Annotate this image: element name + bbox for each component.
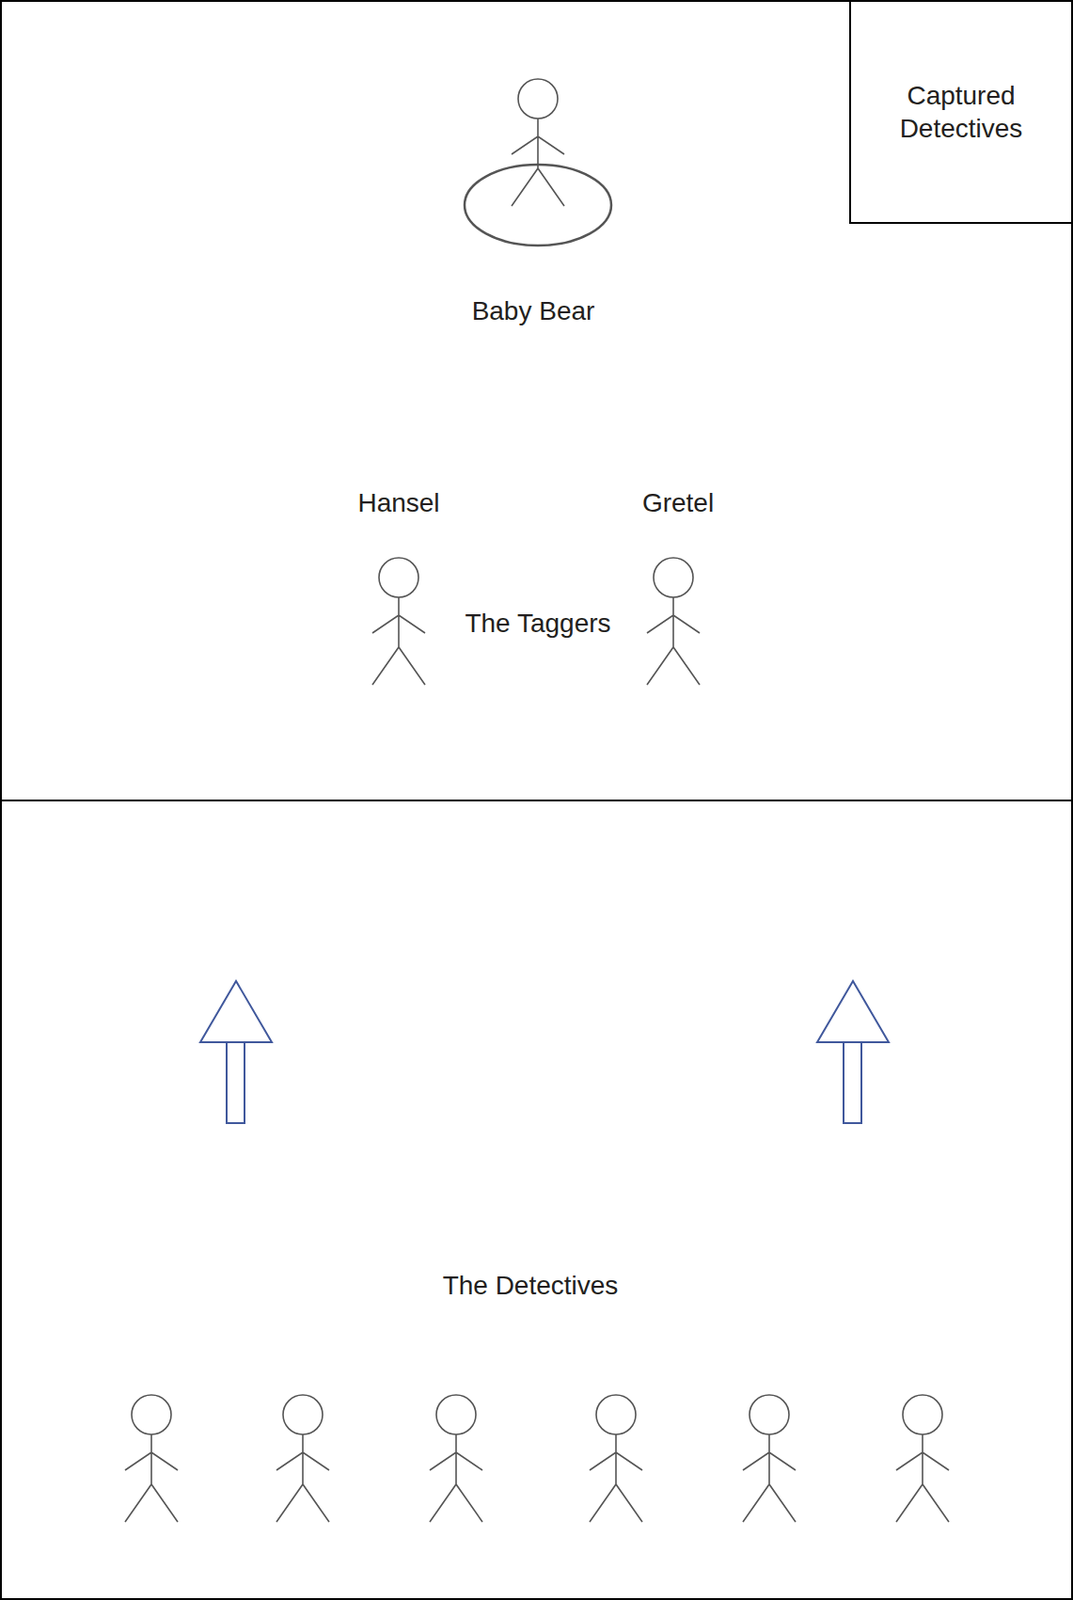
figure-body <box>589 1434 643 1522</box>
base-ellipse <box>464 164 612 246</box>
figure-head <box>902 1394 943 1435</box>
box-text: Captured Detectives <box>867 78 1055 145</box>
role-label: The Taggers <box>464 606 611 640</box>
figure-head <box>378 557 419 598</box>
stick-figures <box>125 78 949 1522</box>
figure-head <box>436 1394 476 1435</box>
figure-body <box>429 1434 483 1522</box>
figure-body <box>125 1434 178 1522</box>
figure-body <box>646 597 700 685</box>
figure-body <box>372 597 426 685</box>
figure-head <box>131 1394 172 1435</box>
figure-body <box>742 1434 796 1522</box>
figure-head <box>518 78 558 119</box>
figure-head <box>283 1394 323 1435</box>
figure-body <box>896 1434 949 1522</box>
figure-body <box>276 1434 330 1522</box>
up-arrow <box>200 980 272 1123</box>
half-divider <box>0 799 1073 802</box>
captured-box: Captured Detectives <box>849 0 1073 224</box>
figure-body <box>511 118 565 206</box>
figure-head <box>596 1394 636 1435</box>
direction-arrows <box>200 980 889 1123</box>
figure-head <box>653 557 694 598</box>
up-arrow <box>817 980 889 1123</box>
role-label: The Detectives <box>442 1268 619 1302</box>
role-label: Baby Bear <box>472 294 596 328</box>
figure-head <box>749 1394 789 1435</box>
role-label: Gretel <box>642 486 714 520</box>
role-label: Hansel <box>357 486 440 520</box>
